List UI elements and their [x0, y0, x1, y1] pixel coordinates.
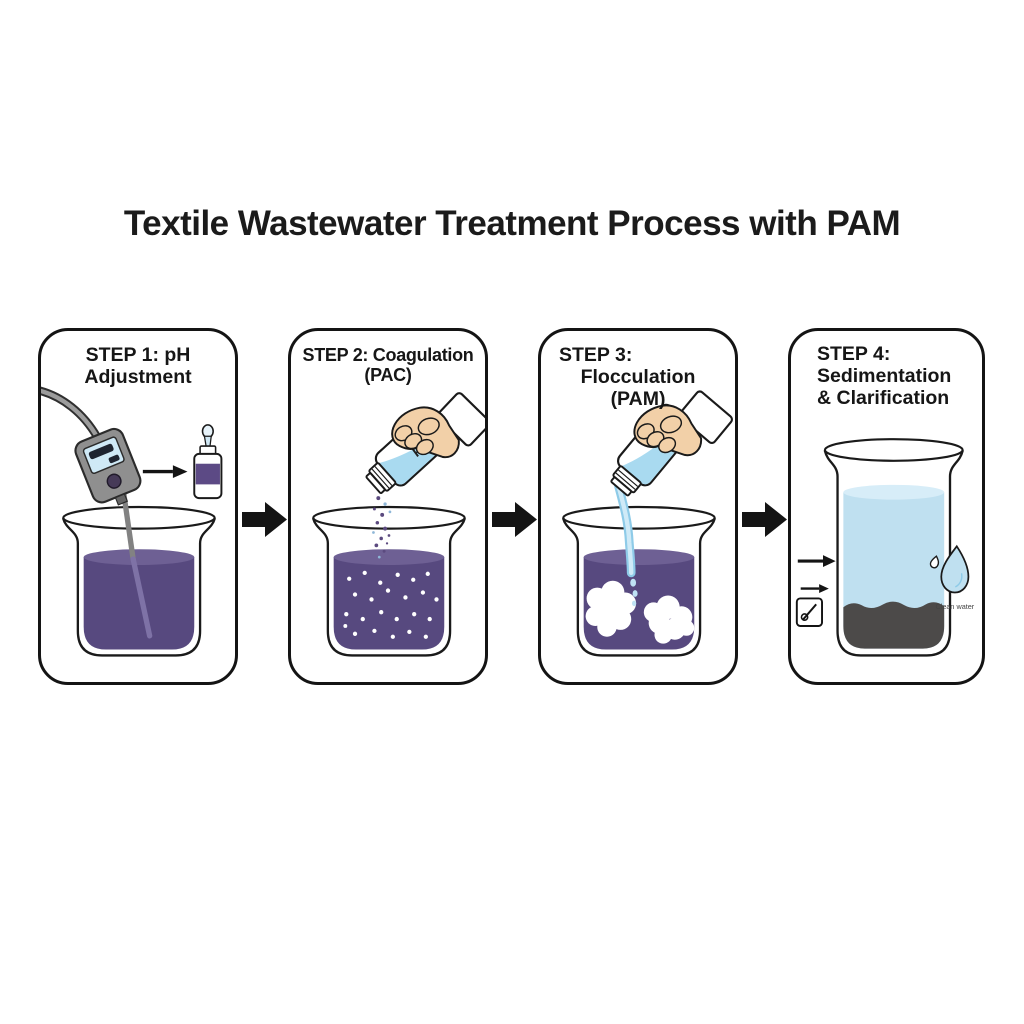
step-1-panel: STEP 1: pH Adjustment: [38, 328, 238, 685]
heading-line: (PAM): [610, 387, 666, 410]
meter-button: [106, 473, 122, 489]
ph-meter-icon: [74, 427, 142, 506]
dose-arrow-icon: [142, 465, 188, 478]
tall-beaker-icon: [823, 438, 964, 657]
pour-stream: [614, 481, 638, 607]
hand-icon: [633, 390, 734, 457]
beaker-icon: [562, 505, 716, 657]
heading-line: & Clarification: [817, 386, 950, 409]
liquid-surface: [83, 549, 195, 565]
water-surface: [843, 484, 945, 500]
beaker-icon: [312, 505, 466, 657]
clean-water-caption: Clean water: [935, 602, 974, 611]
settle-arrow-icon: [797, 555, 836, 567]
step-3-illustration: PAM: [562, 390, 734, 657]
heading-line: STEP 3:: [559, 344, 633, 366]
heading-line: STEP 4:: [817, 343, 891, 365]
heading-line: Adjustment: [84, 365, 192, 388]
liquid-surface: [333, 549, 445, 565]
heading-line: Sedimentation: [817, 364, 952, 387]
heading-line: Flocculation: [580, 365, 696, 388]
hand-icon: [391, 392, 485, 459]
dropper-bottle-icon: [193, 424, 223, 500]
heading-line: STEP 1: pH: [85, 344, 191, 366]
step-1-heading: STEP 1: pH Adjustment: [41, 344, 235, 389]
falling-particles: [372, 496, 392, 559]
step-1-illustration: [41, 386, 223, 657]
floc-clusters: [585, 580, 695, 644]
liquid-surface: [583, 549, 695, 565]
step-4-heading: STEP 4: Sedimentation & Clarification: [791, 343, 982, 409]
heading-line: STEP 2: Coagulation: [302, 345, 474, 365]
flow-arrow-icon: [242, 502, 287, 537]
step-4-panel: STEP 4: Sedimentation & Clarification: [788, 328, 985, 685]
step-4-illustration: Clean water: [795, 438, 975, 657]
meter-cable-icon: [41, 386, 101, 440]
diagram-title: Textile Wastewater Treatment Process wit…: [123, 204, 901, 243]
bottle-label-band: [195, 463, 220, 485]
step-2-heading: STEP 2: Coagulation (PAC): [291, 345, 485, 385]
step-2-panel: STEP 2: Coagulation (PAC): [288, 328, 488, 685]
step-2-illustration: PAC: [312, 392, 485, 657]
clean-water-droplet-icon: Clean water: [929, 544, 975, 611]
step-3-panel: STEP 3: Flocculation (PAM): [538, 328, 738, 685]
heading-line: (PAC): [364, 365, 412, 386]
step-3-heading: STEP 3: Flocculation (PAM): [541, 344, 735, 410]
meter-reading: [88, 443, 114, 460]
flow-arrow-icon: [492, 502, 537, 537]
sediment-layer: [843, 601, 945, 649]
wastewater-liquid: [333, 557, 445, 650]
coagulant-specks: [343, 570, 439, 639]
small-arrow-icon: [800, 584, 829, 594]
sample-check-icon: [795, 597, 823, 627]
flow-arrow-icon: [742, 502, 787, 537]
meter-display: [82, 436, 125, 474]
wastewater-liquid: [83, 557, 195, 650]
